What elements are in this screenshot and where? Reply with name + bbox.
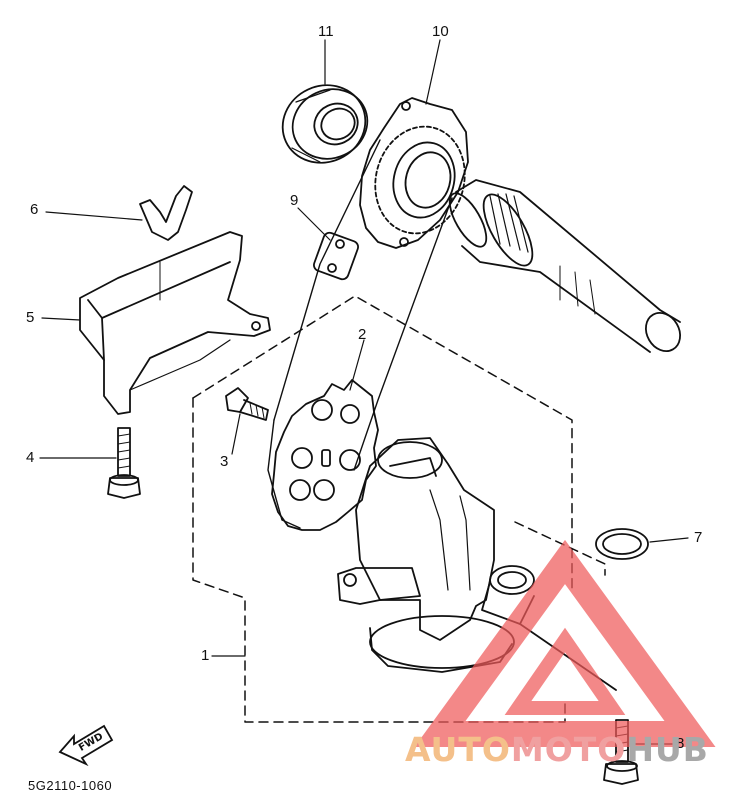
pump-screw <box>225 387 269 421</box>
assembly-outline <box>192 295 606 723</box>
callout-5: 5 <box>26 309 35 326</box>
bracket-bolt <box>107 427 141 499</box>
o-ring <box>595 528 649 560</box>
bearing-seal <box>281 84 369 164</box>
callout-10: 10 <box>432 23 449 40</box>
callout-6: 6 <box>30 201 39 218</box>
watermark-wordmark: AUTOMOTOHUB <box>405 730 709 769</box>
chain-link <box>313 231 359 281</box>
forward-arrow <box>58 724 114 767</box>
drive-sprocket-plate <box>359 97 469 249</box>
watermark-part-1: AUTO <box>405 730 511 769</box>
drive-shaft <box>448 179 681 353</box>
callout-11: 11 <box>318 23 334 40</box>
callout-9: 9 <box>290 192 299 209</box>
callout-1: 1 <box>201 647 210 664</box>
callout-8: 8 <box>676 735 685 752</box>
retaining-clip <box>139 185 193 241</box>
drive-chain <box>267 139 453 529</box>
watermark-triangle-logo <box>414 539 716 747</box>
watermark-part-3: HUB <box>626 730 709 769</box>
leader-lines <box>39 39 689 745</box>
pump-bolt <box>603 719 639 785</box>
callout-7: 7 <box>694 529 703 546</box>
callout-3: 3 <box>220 453 229 470</box>
diagram-code: 5G2110-1060 <box>28 778 113 793</box>
guide-bracket <box>79 231 271 415</box>
driven-sprocket <box>271 379 379 531</box>
watermark-part-2: MOTO <box>510 730 627 769</box>
callout-2: 2 <box>358 326 367 343</box>
callout-4: 4 <box>26 449 35 466</box>
